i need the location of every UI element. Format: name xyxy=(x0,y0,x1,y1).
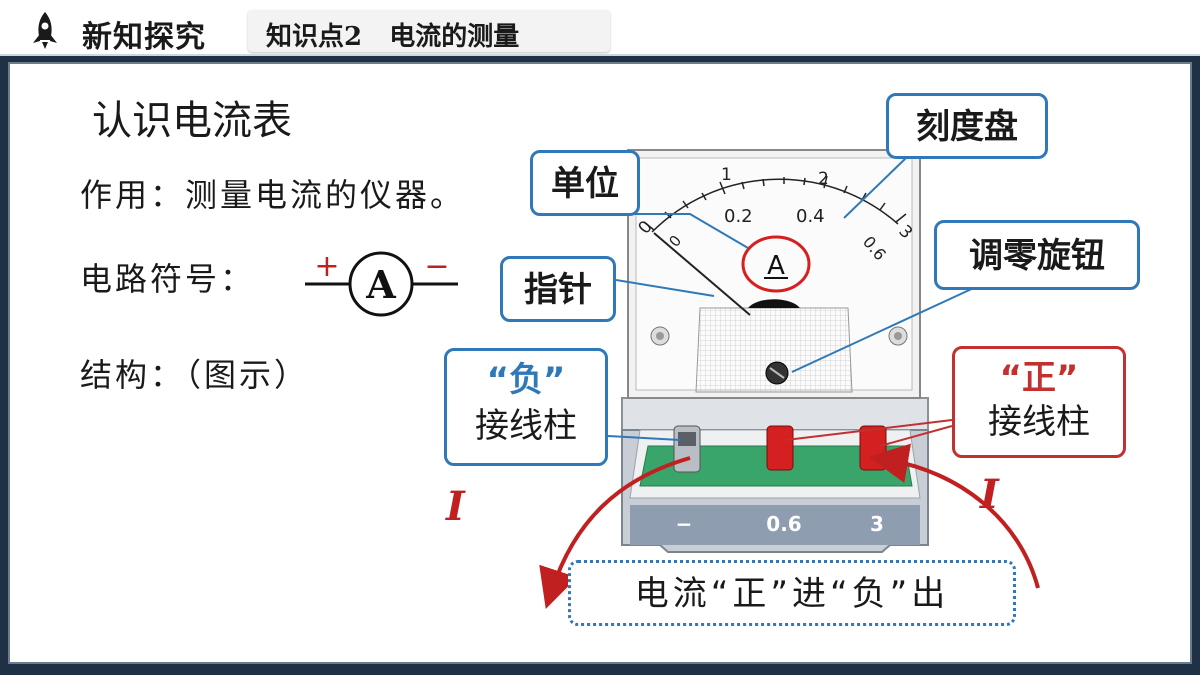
scale-bottom-1: 0.2 xyxy=(724,206,753,227)
scale-top-1: 1 xyxy=(721,165,732,185)
callout-neg-quote: “负” xyxy=(486,360,566,400)
terminal-label-0-6: 0.6 xyxy=(766,512,801,536)
callout-pointer-text: 指针 xyxy=(524,270,592,310)
symbol-text: 电路符号： xyxy=(80,260,256,298)
section-title: 新知探究 xyxy=(82,20,206,55)
header-divider xyxy=(0,54,1200,56)
callout-dial-text: 刻度盘 xyxy=(916,107,1018,147)
function-text: 作用：测量电流的仪器。 xyxy=(80,176,466,214)
current-label-right: I xyxy=(979,471,1000,518)
scale-bottom-2: 0.4 xyxy=(796,206,825,227)
top-bar: 新知探究 知识点2 电流的测量 xyxy=(0,0,1200,56)
callout-current-rule-text: 电流“正”进“负”出 xyxy=(634,574,950,614)
callout-current-rule: 电流“正”进“负”出 xyxy=(568,560,1016,626)
callout-neg-text: 接线柱 xyxy=(475,406,577,446)
scale-top-2: 2 xyxy=(818,169,829,189)
callout-pos-terminal: “正” 接线柱 xyxy=(952,346,1126,458)
callout-neg-terminal: “负” 接线柱 xyxy=(444,348,608,466)
structure-text: 结构：（图示） xyxy=(80,356,310,394)
current-label-left: I xyxy=(445,483,466,530)
unit-letter: A xyxy=(767,251,785,281)
topic-label: 知识点2 电流的测量 xyxy=(266,22,520,52)
ammeter-body: − 0.6 3 0 xyxy=(621,149,929,553)
callout-unit-text: 单位 xyxy=(551,164,619,204)
callout-zero-knob: 调零旋钮 xyxy=(934,220,1140,290)
callout-dial: 刻度盘 xyxy=(886,93,1048,159)
rocket-icon xyxy=(33,12,57,49)
symbol-minus: − xyxy=(424,249,449,284)
callout-unit: 单位 xyxy=(530,150,640,216)
callout-pos-text: 接线柱 xyxy=(988,402,1090,442)
topic-tab: 知识点2 电流的测量 xyxy=(248,10,610,52)
callout-pos-quote: “正” xyxy=(999,358,1079,398)
terminal-label-neg: − xyxy=(676,512,693,536)
page-heading: 认识电流表 xyxy=(92,98,292,144)
callout-pointer: 指针 xyxy=(500,256,616,322)
symbol-plus: + xyxy=(314,249,339,284)
symbol-letter: A xyxy=(365,262,396,307)
terminal-label-3: 3 xyxy=(870,512,884,536)
callout-zero-knob-text: 调零旋钮 xyxy=(969,236,1105,276)
ammeter-symbol: A + − xyxy=(305,249,458,317)
